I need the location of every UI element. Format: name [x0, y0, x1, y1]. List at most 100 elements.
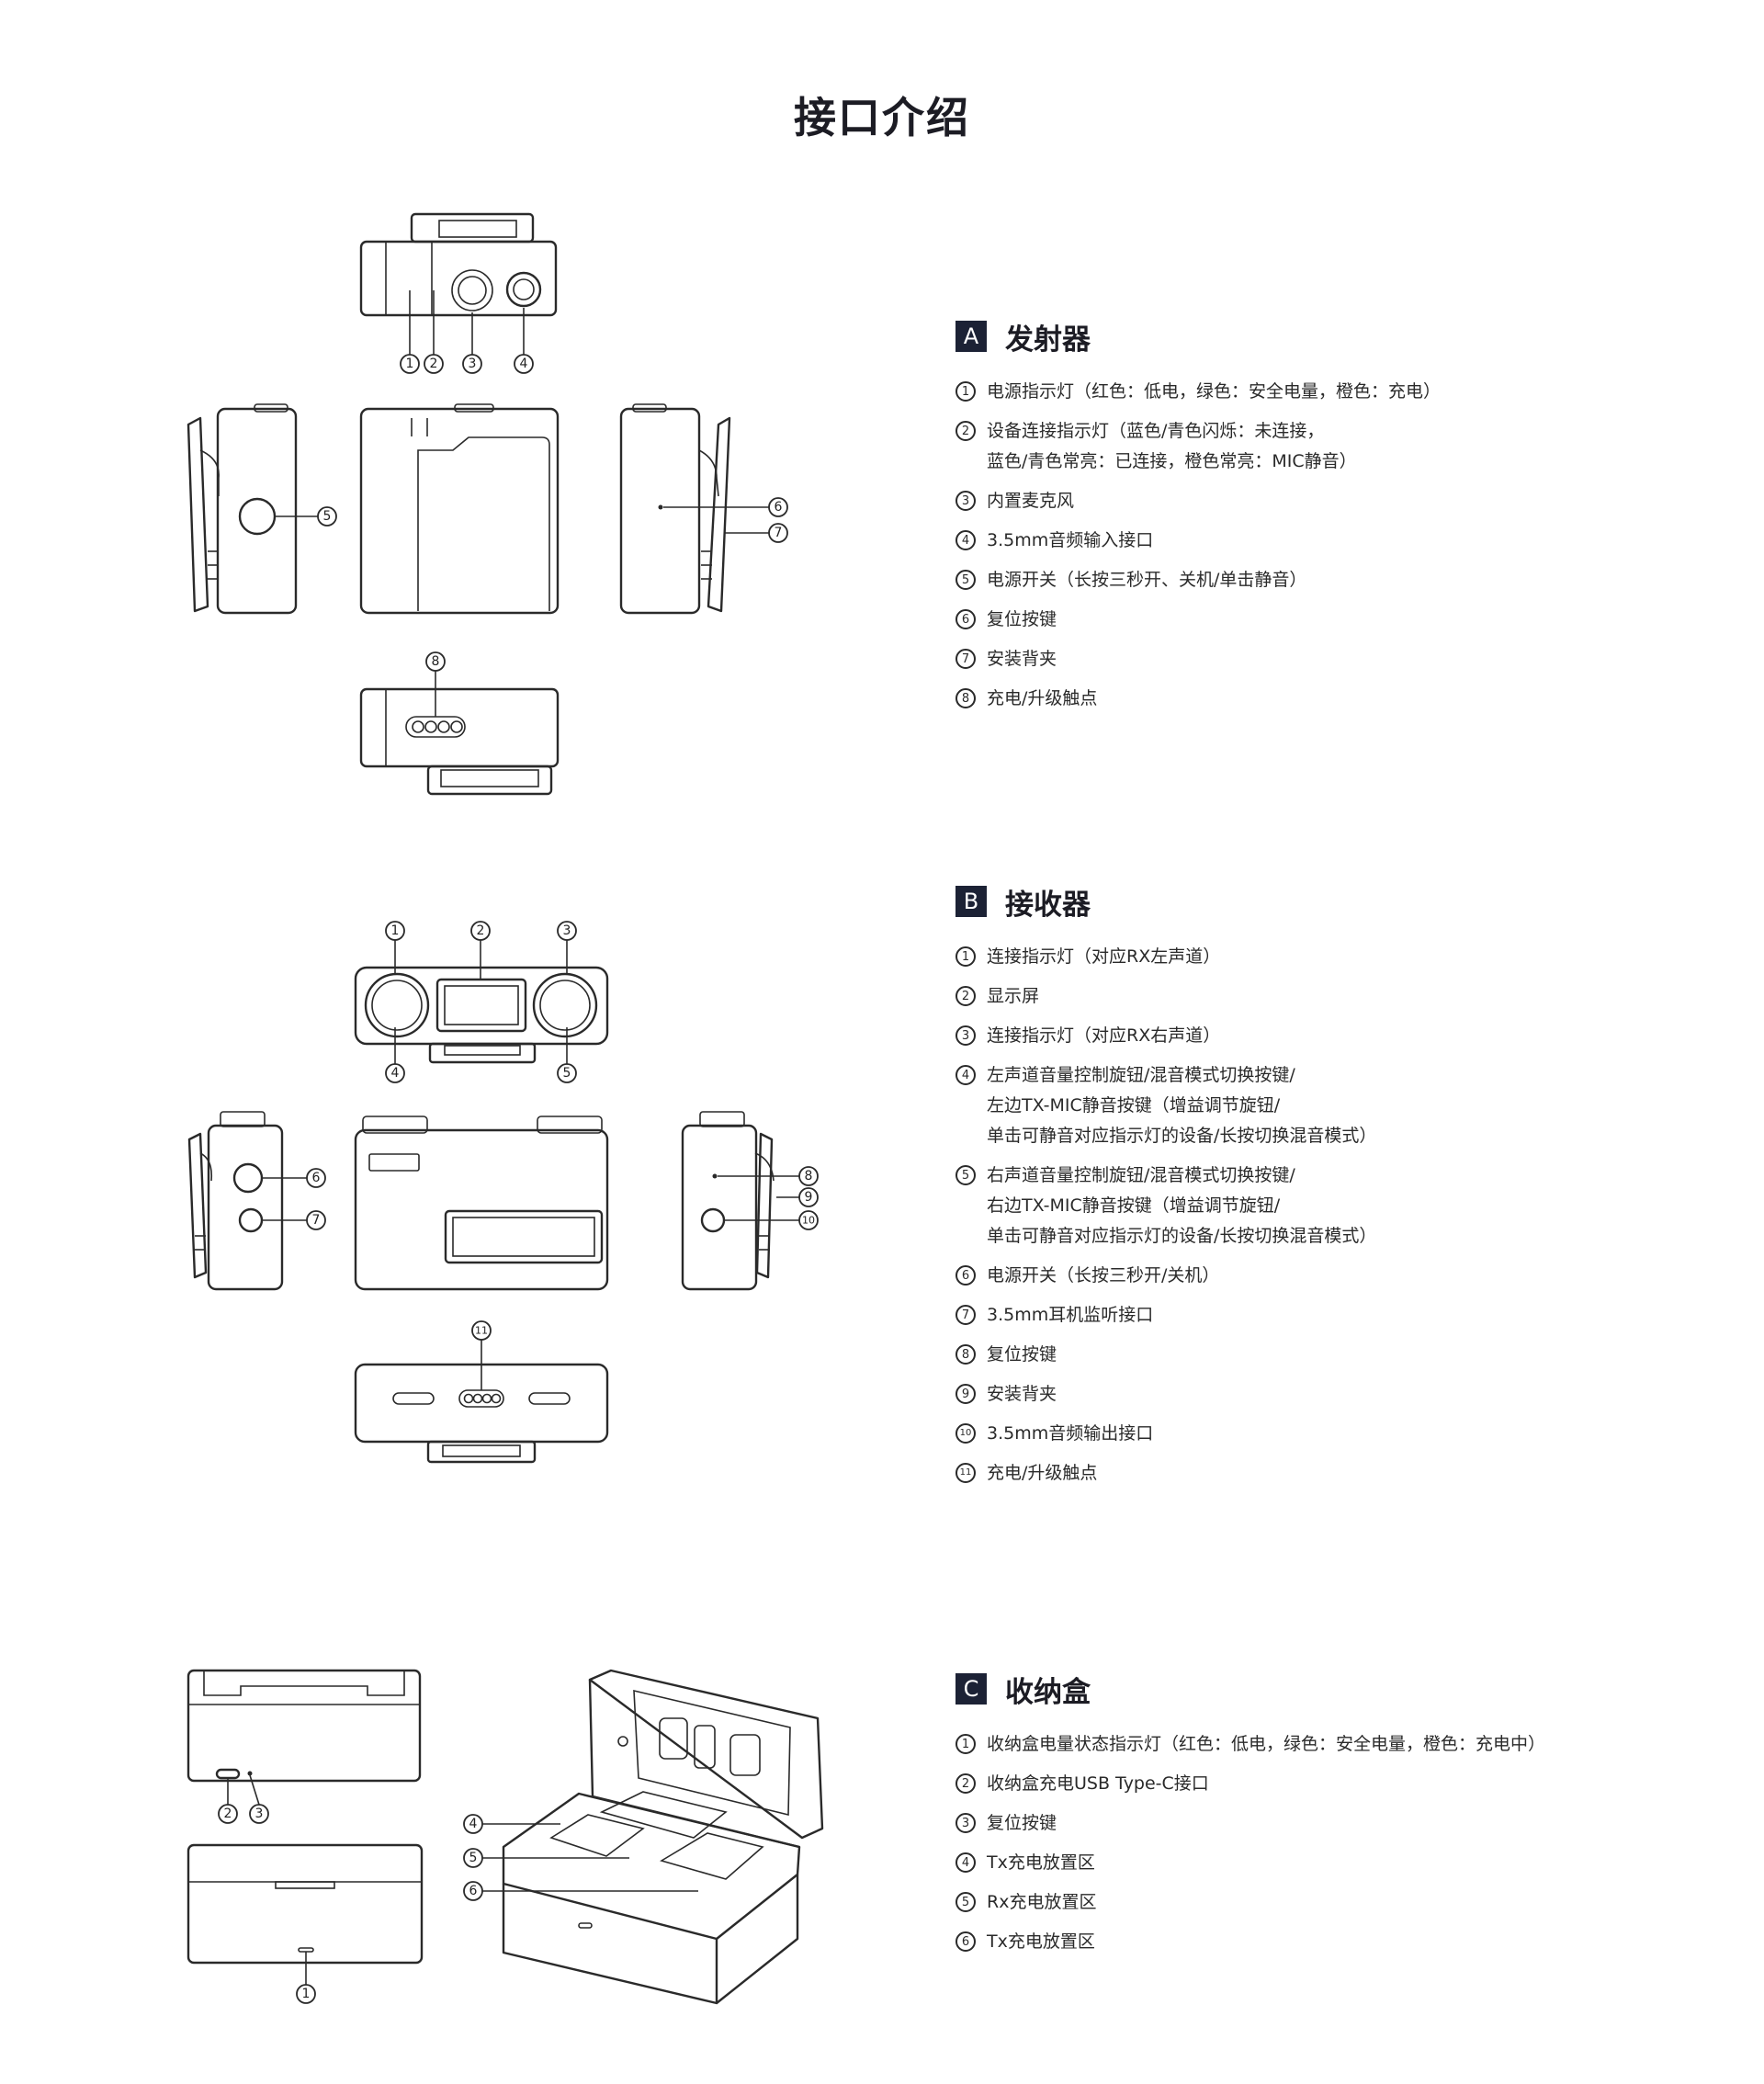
- tx-right-side-view: [619, 403, 731, 615]
- rx-callout-11: 11: [475, 1325, 488, 1337]
- rx-callout-7: 7: [312, 1213, 321, 1228]
- item-number: 8: [956, 688, 976, 708]
- rx-callout-5: 5: [563, 1066, 571, 1081]
- item-text: 连接指示灯（对应RX左声道）: [987, 946, 1221, 967]
- item-number: 9: [956, 1384, 976, 1404]
- item-text: Tx充电放置区: [987, 1931, 1095, 1952]
- item-number: 3: [956, 491, 976, 511]
- page-title: 接口介绍: [794, 93, 970, 142]
- rx-callout-8: 8: [805, 1169, 813, 1184]
- item-number: 10: [956, 1423, 976, 1444]
- tx-front-view: [359, 403, 560, 615]
- item-number: 4: [956, 1852, 976, 1873]
- section-badge: A: [956, 321, 987, 352]
- tx-right-callouts: 6 7: [663, 497, 788, 543]
- item-text: 内置麦克风: [987, 491, 1075, 511]
- item-number: 7: [956, 1305, 976, 1325]
- rx-left-callouts: 6 7: [262, 1168, 326, 1230]
- case-front-callouts: 1: [296, 1952, 316, 2004]
- item-text: 电源开关（长按三秒开、关机/单击静音）: [987, 570, 1307, 590]
- rx-left-side-view: [187, 1111, 284, 1291]
- case-iso-view: [502, 1669, 824, 2005]
- rx-callout-2: 2: [477, 923, 485, 938]
- item-text: 右声道音量控制旋钮/混音模式切换按键/ 右边TX-MIC静音按键（增益调节旋钮/…: [987, 1165, 1377, 1246]
- item-text: 电源指示灯（红色：低电，绿色：安全电量，橙色：充电）: [987, 381, 1442, 402]
- item-text: 电源开关（长按三秒开/关机）: [987, 1265, 1220, 1286]
- item-text: 设备连接指示灯（蓝色/青色闪烁：未连接， 蓝色/青色常亮：已连接，橙色常亮：MI…: [987, 421, 1357, 471]
- case-callout-2: 2: [224, 1807, 232, 1821]
- rx-top-view: [354, 966, 609, 1064]
- rx-bottom-callouts: 11: [471, 1320, 492, 1390]
- case-front-view: [187, 1843, 424, 1965]
- list-item: 5 电源开关（长按三秒开、关机/单击静音）: [956, 565, 1746, 595]
- item-text: Rx充电放置区: [987, 1892, 1097, 1912]
- list-item: 2 显示屏: [956, 981, 1746, 1012]
- rx-callout-10: 10: [802, 1215, 815, 1227]
- section-title: 收纳盒: [1005, 1675, 1091, 1709]
- item-text: 左声道音量控制旋钮/混音模式切换按键/ 左边TX-MIC静音按键（增益调节旋钮/…: [987, 1065, 1377, 1146]
- item-number: 1: [956, 381, 976, 402]
- tx-callout-2: 2: [430, 357, 438, 371]
- tx-callout-8: 8: [432, 654, 440, 669]
- rx-front-view: [354, 1116, 609, 1291]
- rx-callout-3: 3: [563, 923, 571, 938]
- item-number: 4: [956, 530, 976, 550]
- item-text: 连接指示灯（对应RX右声道）: [987, 1025, 1221, 1046]
- tx-bottom-view: [359, 687, 560, 796]
- item-text: 3.5mm耳机监听接口: [987, 1305, 1154, 1325]
- tx-left-side-view: [187, 403, 298, 615]
- item-number: 2: [956, 421, 976, 441]
- item-number: 2: [956, 986, 976, 1006]
- section-transmitter: A 发射器 1 电源指示灯（红色：低电，绿色：安全电量，橙色：充电） 2 设备连接指…: [956, 320, 1746, 723]
- list-item: 4 3.5mm音频输入接口: [956, 526, 1746, 556]
- item-number: 5: [956, 570, 976, 590]
- rx-right-callouts: 8 9 10: [718, 1166, 819, 1230]
- item-text: Tx充电放置区: [987, 1852, 1095, 1873]
- item-text: 显示屏: [987, 986, 1040, 1006]
- list-item: 11 充电/升级触点: [956, 1458, 1746, 1489]
- case-callout-6: 6: [469, 1884, 478, 1898]
- tx-callout-7: 7: [775, 526, 783, 540]
- item-number: 11: [956, 1463, 976, 1483]
- section-heading: C 收纳盒: [956, 1672, 1746, 1709]
- case-callout-1: 1: [302, 1987, 311, 2001]
- case-callout-3: 3: [255, 1807, 264, 1821]
- item-number: 8: [956, 1344, 976, 1365]
- item-number: 3: [956, 1813, 976, 1833]
- tx-top-callouts: 1 2 3 4: [400, 290, 534, 374]
- item-text: 充电/升级触点: [987, 688, 1098, 708]
- section-title: 发射器: [1005, 323, 1091, 357]
- tx-callout-6: 6: [775, 500, 783, 515]
- list-item: 2 设备连接指示灯（蓝色/青色闪烁：未连接， 蓝色/青色常亮：已连接，橙色常亮：M…: [956, 416, 1746, 477]
- list-item: 6 Tx充电放置区: [956, 1927, 1746, 1957]
- list-item: 6 电源开关（长按三秒开/关机）: [956, 1261, 1746, 1291]
- item-number: 6: [956, 1931, 976, 1952]
- tx-bottom-callouts: 8: [425, 651, 446, 717]
- item-number: 1: [956, 1734, 976, 1754]
- section-badge: C: [956, 1673, 987, 1705]
- item-number: 6: [956, 1265, 976, 1286]
- section-title: 接收器: [1005, 888, 1091, 922]
- item-text: 复位按键: [987, 1344, 1057, 1365]
- rx-callout-9: 9: [805, 1190, 813, 1205]
- list-item: 3 内置麦克风: [956, 486, 1746, 516]
- list-item: 1 电源指示灯（红色：低电，绿色：安全电量，橙色：充电）: [956, 377, 1746, 407]
- rx-top-callouts: 1 2 3 4 5: [385, 921, 577, 1083]
- item-text: 安装背夹: [987, 649, 1057, 669]
- item-text: 充电/升级触点: [987, 1463, 1098, 1483]
- case-back-callouts: 2 3: [218, 1774, 269, 1824]
- item-text: 3.5mm音频输入接口: [987, 530, 1154, 550]
